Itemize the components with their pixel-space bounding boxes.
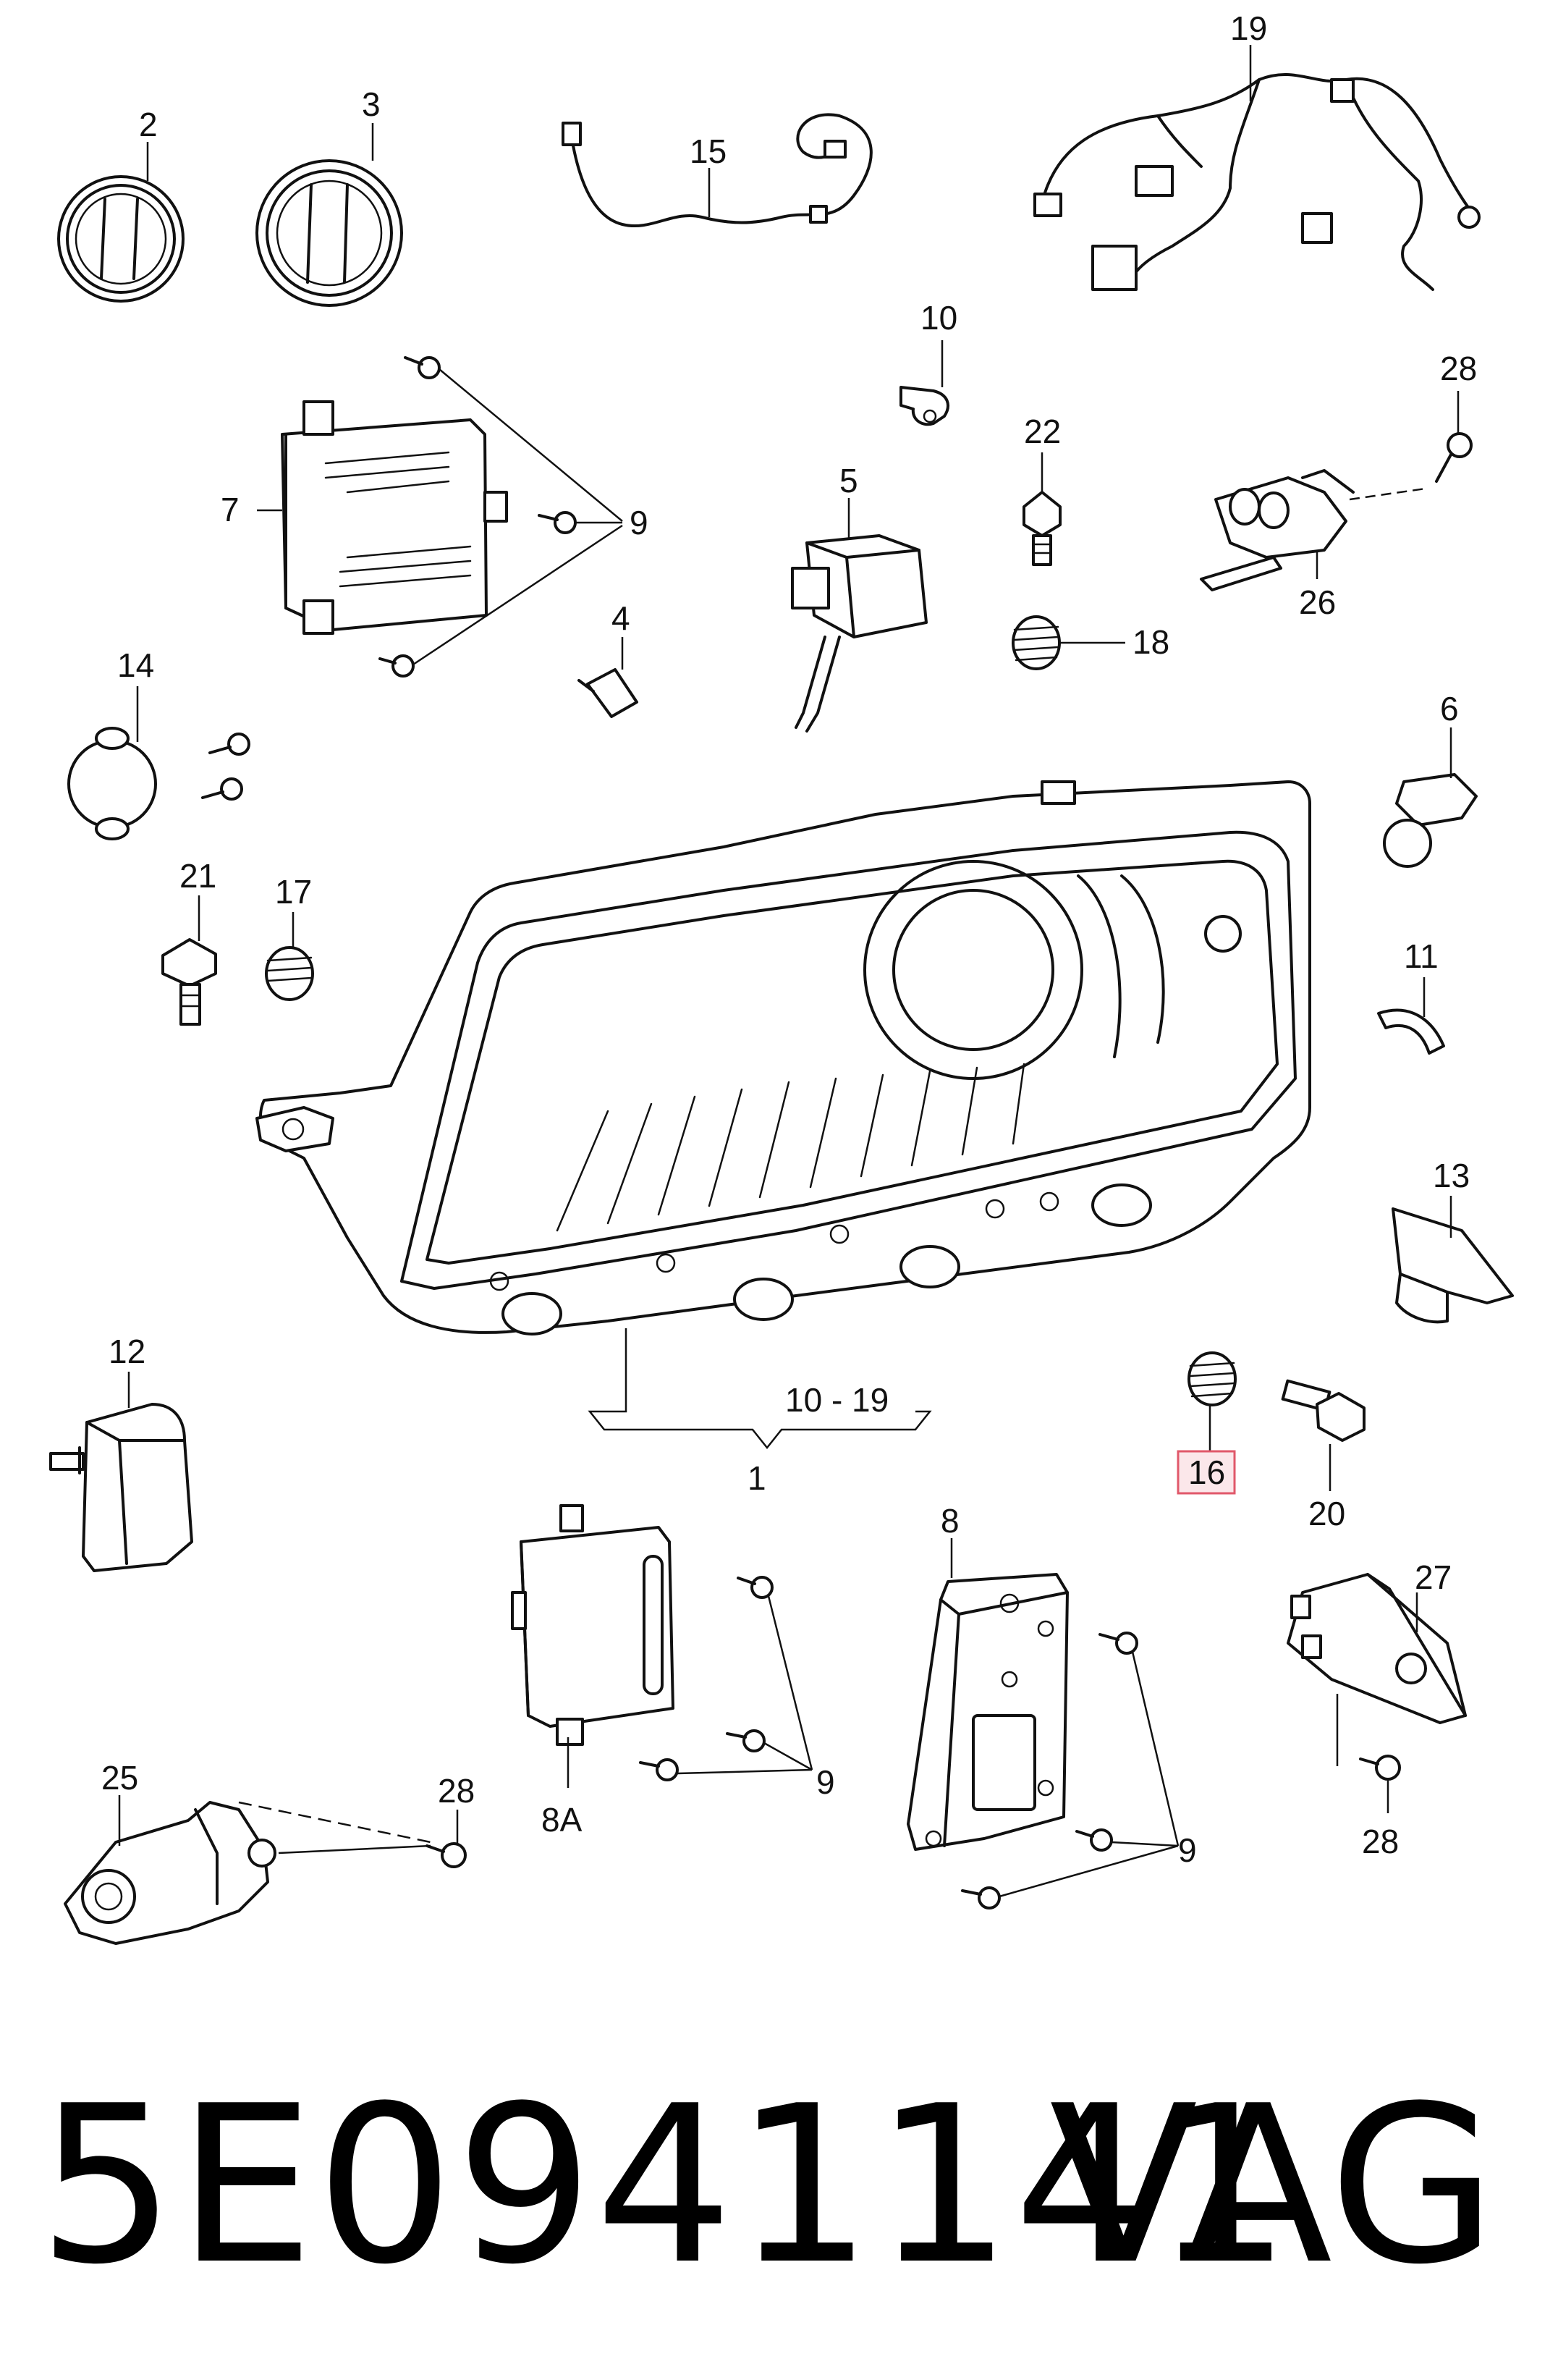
part-18-nut: [1012, 615, 1061, 670]
callout-19: 19: [1230, 9, 1267, 47]
callout-9-top: 9: [630, 504, 648, 541]
part-12-level-motor: [49, 1403, 193, 1572]
part-13-plug: [1392, 1207, 1514, 1324]
screws-9-middle: [639, 1576, 774, 1781]
part-20-bolt: [1281, 1379, 1366, 1442]
callout-1: 1: [748, 1459, 766, 1497]
callout-11: 11: [1404, 937, 1439, 975]
callout-9-middle: 9: [816, 1763, 835, 1801]
callout-21: 21: [179, 857, 216, 895]
part-14-motor: [67, 727, 157, 840]
callout-25: 25: [101, 1759, 138, 1797]
part-25-bracket: [64, 1801, 276, 1945]
callout-4: 4: [611, 599, 630, 637]
callout-13: 13: [1433, 1157, 1470, 1194]
part-17-nut: [265, 946, 314, 1001]
part-28-screw-right: [1359, 1755, 1401, 1781]
callout-28-left: 28: [438, 1772, 475, 1810]
part-19-wiring: [1033, 72, 1481, 291]
callout-10-19: 10 - 19: [785, 1381, 889, 1419]
callout-17: 17: [275, 873, 312, 911]
part-22-bolt: [1023, 491, 1062, 566]
part-3-cap: [255, 159, 403, 307]
part-number: 5E0941141: [38, 2059, 1293, 2312]
part-4-bulb: [577, 668, 638, 718]
part-21-bolt: [161, 938, 217, 1026]
callout-5: 5: [839, 462, 858, 499]
brand-label: VAG: [1049, 2059, 1497, 2312]
callout-18: 18: [1132, 623, 1169, 661]
part-7-control-module: [281, 400, 508, 635]
callout-3: 3: [362, 85, 381, 123]
callout-28-top: 28: [1440, 350, 1477, 387]
screws-14: [201, 733, 250, 801]
part-2-cap: [57, 175, 185, 303]
part-15-wiring: [562, 113, 873, 228]
screws-9-top: [378, 356, 577, 678]
part-16-nut: [1187, 1351, 1237, 1406]
part-10-elbow: [899, 386, 949, 426]
callout-16: 16: [1188, 1453, 1225, 1491]
part-6-bulb-holder: [1383, 773, 1478, 868]
callout-10: 10: [920, 299, 957, 337]
callout-28-right: 28: [1362, 1823, 1399, 1860]
callout-7: 7: [221, 491, 240, 528]
callout-9-right: 9: [1178, 1831, 1197, 1869]
callout-2: 2: [139, 106, 158, 143]
part-8-control-module: [907, 1573, 1069, 1851]
callout-14: 14: [117, 646, 154, 684]
callout-16-highlight: [1177, 1450, 1236, 1495]
callout-12: 12: [109, 1333, 145, 1370]
callout-26: 26: [1299, 583, 1336, 621]
callout-22: 22: [1024, 413, 1061, 450]
part-28-screw-top: [1435, 432, 1473, 483]
callout-6: 6: [1440, 690, 1459, 727]
part-8a-control-unit: [511, 1504, 674, 1746]
callout-27: 27: [1415, 1558, 1452, 1596]
part-11-clip: [1377, 1008, 1445, 1055]
callout-20: 20: [1308, 1495, 1345, 1532]
callout-15: 15: [690, 132, 727, 170]
part-1-headlight: [255, 780, 1311, 1335]
callout-8: 8: [941, 1502, 960, 1540]
callout-8a: 8A: [541, 1801, 583, 1839]
part-27-bracket: [1287, 1573, 1467, 1724]
part-26-bracket: [1200, 469, 1355, 591]
part-5-ignitor: [791, 534, 928, 733]
part-28-screw-left: [426, 1842, 467, 1868]
screws-9-right: [961, 1632, 1138, 1910]
